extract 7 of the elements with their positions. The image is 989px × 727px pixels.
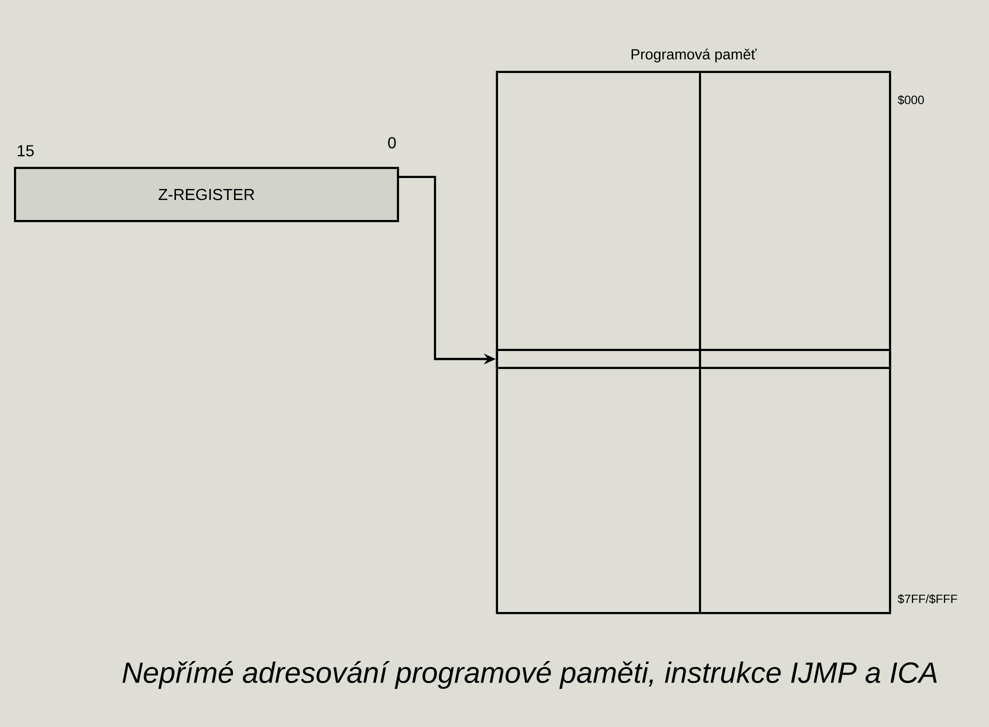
bit-number: 0 [388, 137, 396, 148]
memory-row [496, 348, 892, 370]
memory-title: Programová paměť [632, 48, 757, 62]
address-label: $7FF/$FFF [898, 594, 958, 604]
figure-caption: Nepřímé adresování programové paměti, instrukce IJMP a ICA [122, 661, 937, 689]
register-box: Z-REGISTER [14, 166, 400, 222]
address-label: $000 [898, 95, 924, 105]
